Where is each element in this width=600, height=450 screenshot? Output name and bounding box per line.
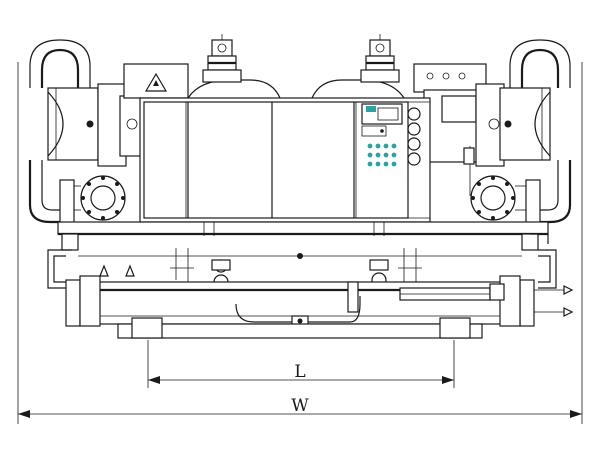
dimension-W: W <box>17 62 583 424</box>
condenser-shell <box>57 221 549 251</box>
dimension-L: L <box>147 340 455 388</box>
sensor-dot <box>86 120 94 128</box>
base-frame <box>117 317 483 339</box>
right-u-pipe <box>509 39 572 224</box>
evaporator-shell <box>65 275 574 327</box>
dimension-label-W: W <box>291 396 309 416</box>
indicator-lamp <box>407 107 421 121</box>
left-top-motor <box>202 34 242 83</box>
left-compressor <box>47 63 282 167</box>
indicator-lamp <box>407 137 421 151</box>
indicator-lamp <box>407 152 421 166</box>
right-compressor <box>311 63 551 196</box>
dimension-label-L: L <box>294 362 305 382</box>
sensor-dot <box>504 120 512 128</box>
indicator-lamp <box>407 122 421 136</box>
valve-assembly <box>78 248 522 320</box>
right-junction-box <box>413 63 487 93</box>
side-piping <box>47 233 557 289</box>
right-pipe-flange <box>470 175 541 225</box>
left-u-pipe <box>28 39 91 224</box>
outlet-arrow-icon <box>563 307 574 317</box>
control-panel <box>361 103 421 167</box>
outlet-arrow-icon <box>563 285 574 295</box>
left-pipe-flange <box>59 175 126 225</box>
right-top-motor <box>360 34 400 83</box>
